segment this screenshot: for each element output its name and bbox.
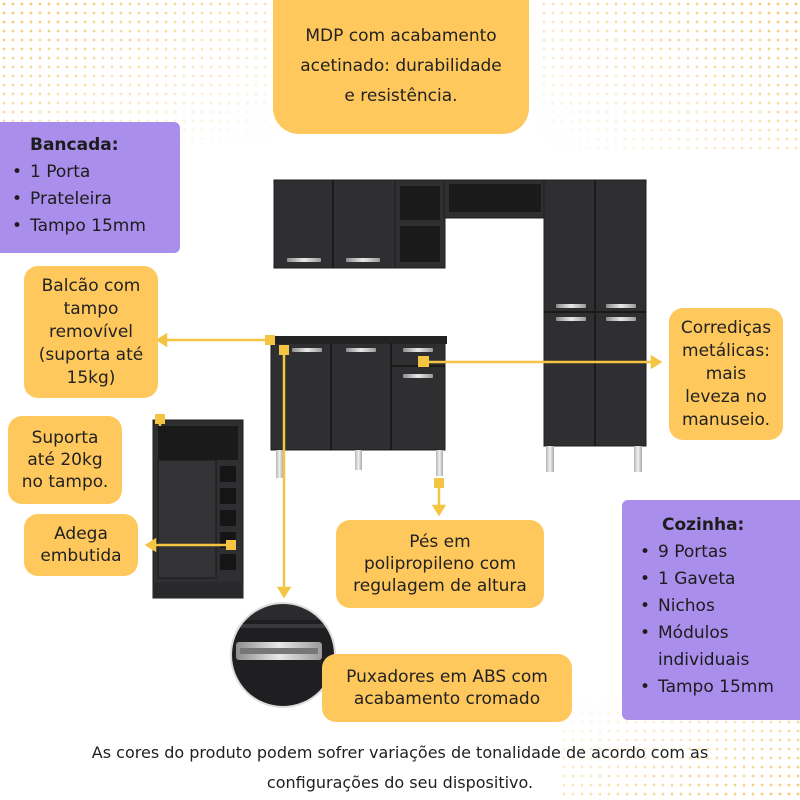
cozinha-item: Nichos	[638, 593, 800, 620]
balcao-callout-line: Balcão com	[41, 275, 141, 296]
upper-cabinet-doors	[273, 179, 397, 269]
bancada-panel: Bancada: 1 Porta Prateleira Tampo 15mm	[0, 122, 180, 253]
base-door-handle	[403, 374, 433, 378]
bancada-item: 1 Porta	[10, 159, 180, 186]
tall-door-handle	[556, 317, 586, 321]
bancada-cabinet	[152, 419, 244, 599]
pes-callout: Pés em polipropileno com regulagem de al…	[336, 520, 544, 608]
suporta-callout-line: Suporta	[31, 428, 99, 448]
upper-door-handle	[287, 258, 321, 262]
corredicas-callout-line: mais	[705, 363, 747, 384]
puxadores-callout-line: Puxadores em ABS com	[346, 667, 548, 687]
pes-callout-line: Pés em	[409, 532, 471, 552]
upper-shelf	[443, 179, 547, 219]
adega-callout-line: Adega	[54, 524, 108, 544]
top-callout-line: acetinado: durabilidade	[300, 56, 502, 76]
cozinha-title: Cozinha:	[662, 515, 745, 535]
upper-niche-cabinet	[394, 179, 446, 269]
dot-pattern-top-right	[540, 0, 800, 150]
footer-disclaimer: As cores do produto podem sofrer variaçõ…	[40, 738, 760, 798]
tall-cabinet	[543, 179, 647, 472]
top-callout-line: e resistência.	[344, 86, 458, 106]
tall-door-handle	[606, 317, 636, 321]
top-callout-line: MDP com acabamento	[305, 26, 497, 46]
cozinha-panel: Cozinha: 9 Portas 1 Gaveta Nichos Módulo…	[622, 500, 800, 720]
puxadores-callout: Puxadores em ABS com acabamento cromado	[322, 654, 572, 722]
balcao-callout-line: 15kg)	[66, 367, 116, 388]
dot-pattern-top-left	[0, 0, 280, 140]
base-door-handle	[346, 348, 376, 352]
top-callout: MDP com acabamento acetinado: durabilida…	[273, 0, 529, 134]
upper-door-handle	[346, 258, 380, 262]
adega-callout-line: embutida	[40, 546, 122, 566]
bancada-item: Tampo 15mm	[10, 213, 180, 240]
corredicas-callout-line: manuseio.	[681, 409, 771, 430]
base-door-handle	[292, 348, 322, 352]
corredicas-callout-line: leveza no	[685, 386, 767, 407]
suporta-callout-line: no tampo.	[21, 472, 109, 492]
suporta-callout-line: até 20kg	[27, 450, 103, 470]
connector-lines	[144, 332, 663, 599]
footer-line: As cores do produto podem sofrer variaçõ…	[91, 743, 709, 762]
base-cabinet	[269, 336, 447, 478]
cozinha-item: Módulos individuais	[638, 620, 800, 674]
footer-line: configurações do seu dispositivo.	[266, 773, 534, 792]
pes-callout-line: regulagem de altura	[353, 576, 527, 596]
corredicas-callout: Corrediças metálicas: mais leveza no man…	[669, 308, 783, 440]
adega-callout: Adega embutida	[24, 514, 138, 576]
balcao-callout-line: removível	[48, 321, 134, 342]
balcao-callout-line: tampo	[63, 298, 119, 319]
tall-door-handle	[556, 304, 586, 308]
pes-callout-line: polipropileno com	[363, 554, 516, 574]
tall-door-handle	[606, 304, 636, 308]
cozinha-item: 1 Gaveta	[638, 566, 800, 593]
suporta-callout: Suporta até 20kg no tampo.	[8, 416, 122, 504]
balcao-callout: Balcão com tampo removível (suporta até …	[24, 266, 158, 398]
bancada-item: Prateleira	[10, 186, 180, 213]
bancada-title: Bancada:	[30, 135, 119, 155]
cozinha-item: 9 Portas	[638, 539, 800, 566]
drawer-handle	[403, 348, 433, 352]
balcao-callout-line: (suporta até	[38, 344, 144, 365]
corredicas-callout-line: Corrediças	[680, 317, 772, 338]
puxadores-callout-line: acabamento cromado	[353, 689, 541, 709]
cozinha-item: Tampo 15mm	[638, 674, 800, 701]
corredicas-callout-line: metálicas:	[682, 340, 770, 361]
